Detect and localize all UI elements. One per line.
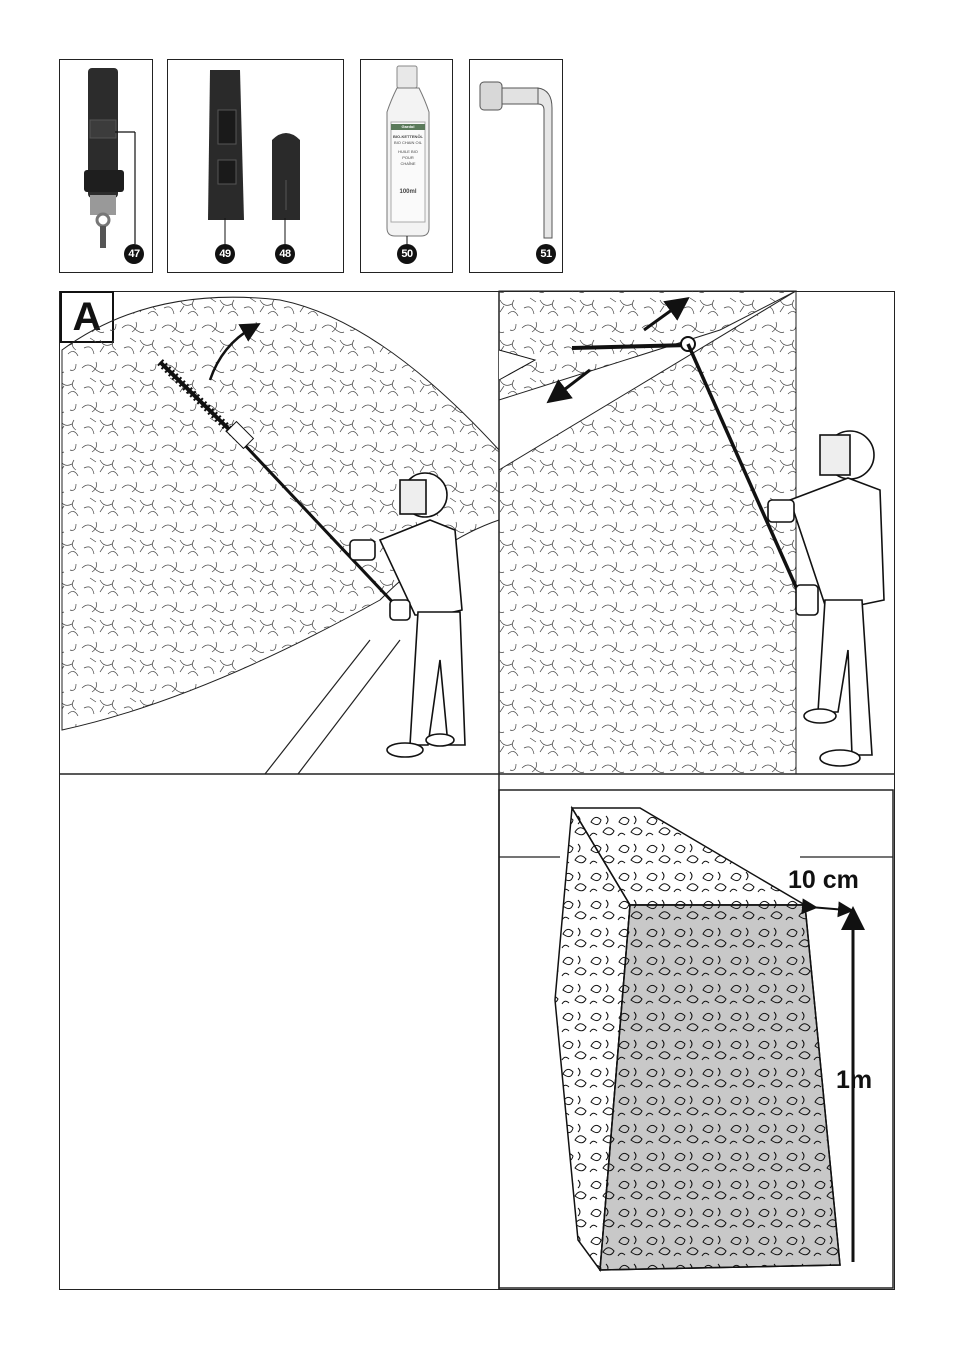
dimension-height-label: 1m (836, 1066, 873, 1094)
oil-label-line3: HUILE BIO (398, 149, 418, 154)
oil-label-line1: BIO-KETTENÖL (393, 134, 423, 139)
dimension-width-label: 10 cm (788, 866, 859, 894)
hedge-shape-panel (498, 789, 894, 1289)
oil-label: Gardol BIO-KETTENÖL BIO CHAIN OIL HUILE … (391, 122, 425, 222)
part-box-strap: 47 (59, 59, 153, 273)
oil-label-line5: CHAÎNE (400, 161, 416, 166)
part-number-48: 48 (275, 244, 295, 264)
part-box-oil: Gardol BIO-KETTENÖL BIO CHAIN OIL HUILE … (360, 59, 453, 273)
part-number-50: 50 (397, 244, 417, 264)
oil-brand: Gardol (391, 124, 425, 130)
part-box-covers: 49 48 (167, 59, 344, 273)
oil-label-line2: BIO CHAIN OIL (393, 140, 422, 145)
hedge-right-foliage (498, 290, 797, 775)
shoulder-strap-image (84, 68, 136, 248)
part-number-49: 49 (215, 244, 235, 264)
blade-covers-image (208, 70, 300, 244)
oil-label-line4: POUR (402, 155, 414, 160)
part-box-key: 51 (469, 59, 563, 273)
part-number-47: 47 (124, 244, 144, 264)
part-number-51: 51 (536, 244, 556, 264)
hedge-front-face (599, 904, 841, 1271)
oil-label-volume: 100ml (399, 189, 417, 195)
hex-key-image (479, 81, 553, 239)
